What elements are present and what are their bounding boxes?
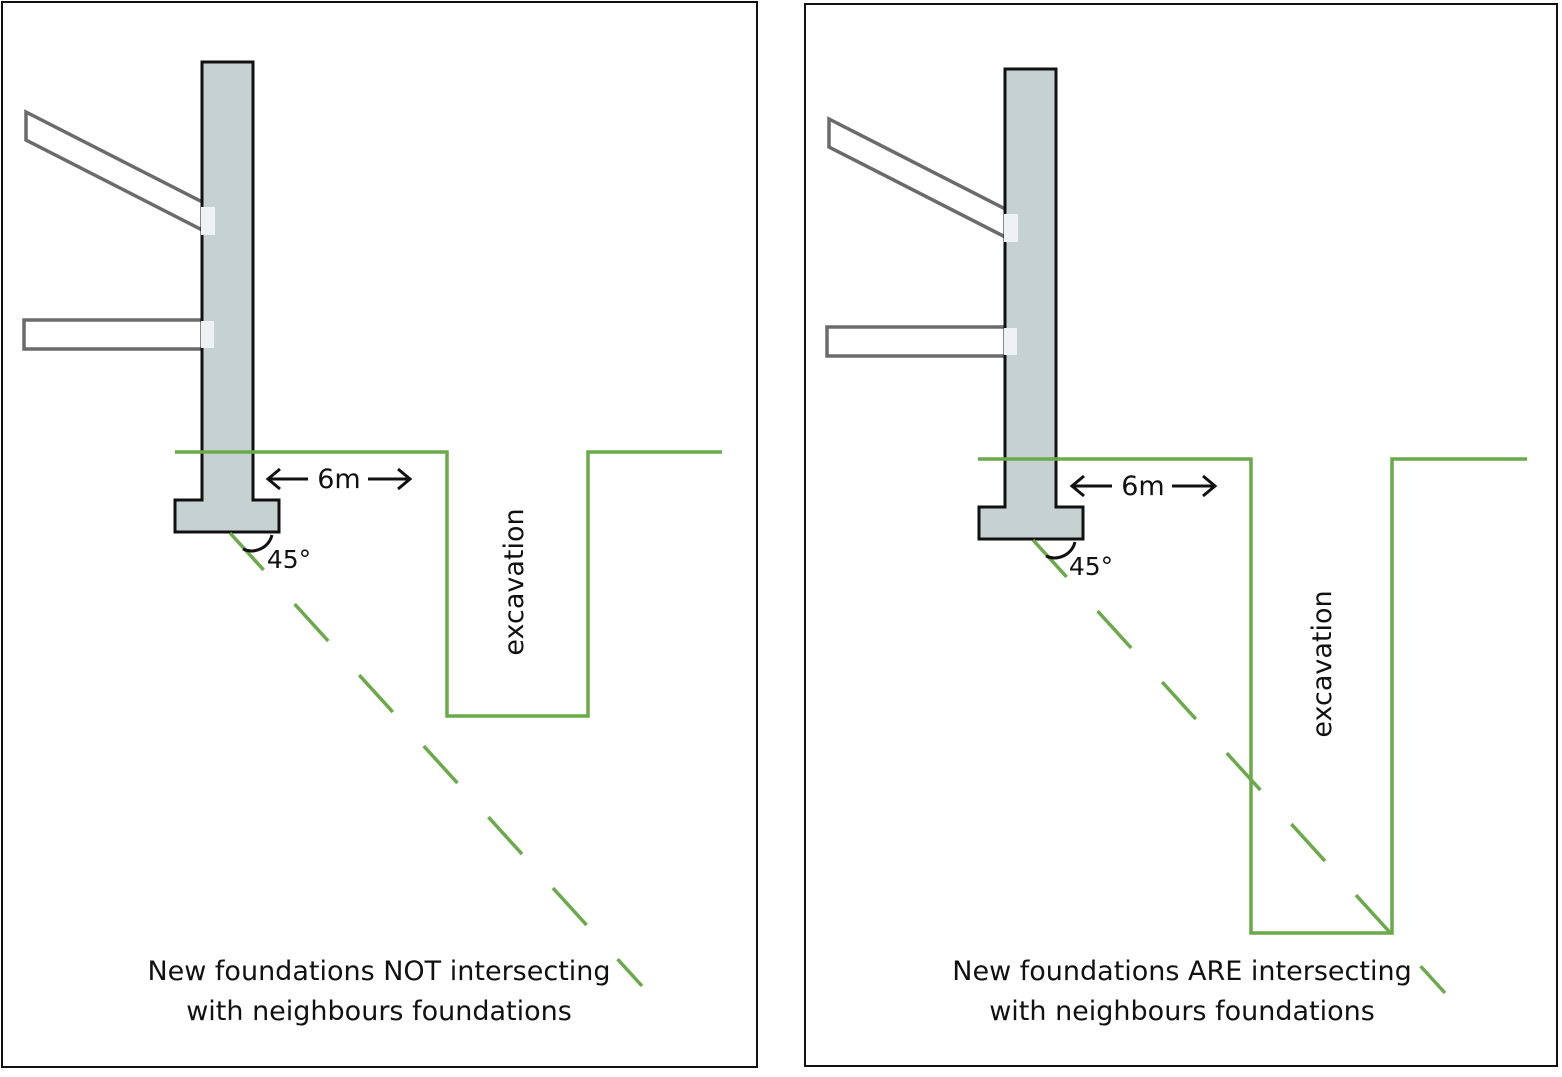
excavation-outline [978,457,1527,935]
excavation-outline [175,450,722,718]
neighbour-wall-footing [173,60,281,534]
excavation-label: excavation [499,508,530,655]
influence-line-45 [1031,538,1447,995]
caption-line-1: New foundations ARE intersecting [952,956,1411,987]
distance-label: 6m [317,464,360,495]
slab-connection [1004,214,1018,242]
caption-line-2: with neighbours foundations [186,996,572,1027]
panel-not-intersecting: 6m 45° excavation New foundations NOT in… [0,0,760,1077]
panel-intersecting: 6m 45° excavation New foundations ARE in… [803,0,1562,1077]
diagram-intersecting: 6m 45° excavation New foundations ARE in… [804,3,1558,1067]
slab-connection [1004,328,1017,355]
angle-arc [242,534,274,553]
slab-connection [201,321,214,348]
angle-arc [1045,541,1077,560]
excavation-label: excavation [1307,590,1338,737]
distance-arrows [265,467,413,491]
caption-line-1: New foundations NOT intersecting [147,956,610,987]
caption-line-2: with neighbours foundations [989,996,1375,1027]
inclined-slab [24,109,216,239]
horizontal-slab [825,325,1017,358]
panel-frame [804,3,1558,1067]
slab-connection [201,207,215,235]
angle-label: 45° [1069,552,1113,581]
distance-label: 6m [1121,471,1164,502]
distance-arrows [1069,474,1218,498]
influence-line-45 [228,531,644,988]
angle-label: 45° [267,545,311,574]
panel-frame [1,1,758,1068]
inclined-slab [827,116,1019,246]
horizontal-slab [22,318,214,351]
diagram-not-intersecting: 6m 45° excavation New foundations NOT in… [1,1,758,1068]
neighbour-wall-footing [977,67,1085,541]
